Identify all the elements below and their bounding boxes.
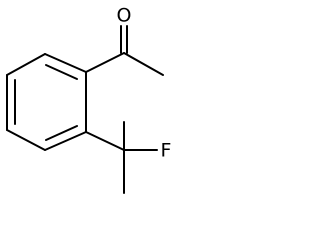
methyl-bond xyxy=(123,52,164,76)
acetyl-group: O xyxy=(85,5,164,76)
ring-bond-4 xyxy=(6,129,46,151)
ring-double-bond-top xyxy=(45,64,78,80)
structure-diagram: O F xyxy=(0,0,176,202)
fluorine-atom-label: F xyxy=(161,140,172,162)
ring-bond-1 xyxy=(44,53,87,73)
ring-to-carbonyl-bond xyxy=(85,52,125,73)
fluoroisopropyl-group: F xyxy=(85,121,172,194)
ring-bond-3 xyxy=(44,131,87,151)
ring-bond-6 xyxy=(6,53,46,76)
oxygen-atom-label: O xyxy=(117,5,132,27)
benzene-ring xyxy=(6,53,87,151)
molecule-drawing: O F xyxy=(6,5,172,194)
ring-double-bond-bottom xyxy=(45,125,78,141)
ring-to-quaternary-bond xyxy=(85,131,125,151)
